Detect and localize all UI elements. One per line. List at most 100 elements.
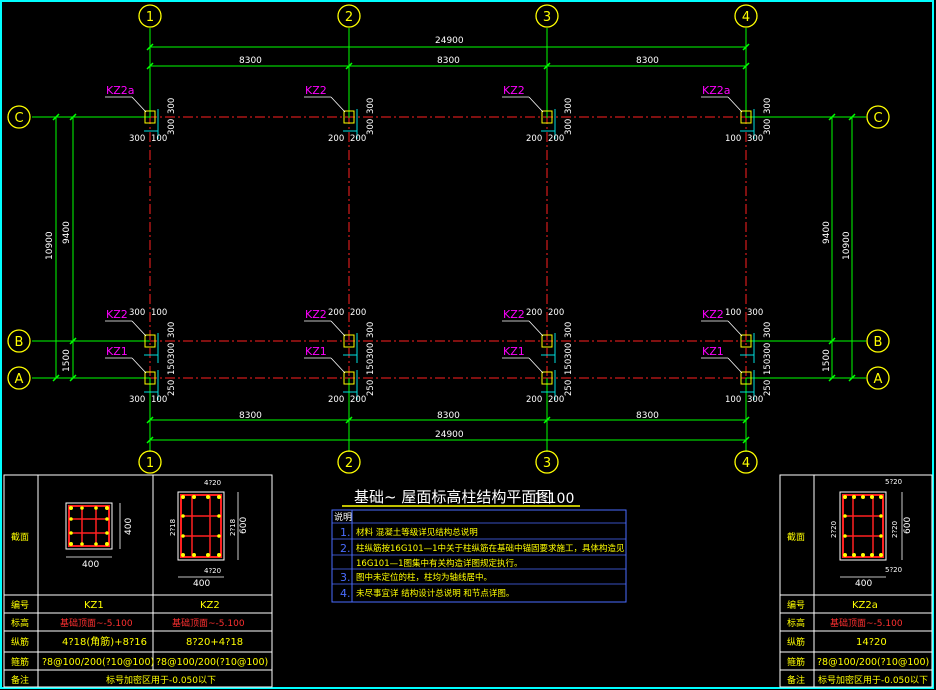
column-dim-down: 300 xyxy=(763,343,773,359)
column-dim-left: 100 xyxy=(725,308,741,318)
column-dim-up: 300 xyxy=(763,322,773,338)
rebar xyxy=(879,495,883,499)
row-header-stirrup: 箍筋 xyxy=(11,656,29,668)
dimension-tick xyxy=(146,416,154,424)
column-outline xyxy=(144,110,156,124)
column-dim-right: 200 xyxy=(548,395,564,405)
column-label: KZ1 xyxy=(305,345,327,358)
column-dim-down: 250 xyxy=(564,380,574,396)
dim-bottom-span: 8300 xyxy=(636,411,659,421)
left-column-schedule: 截面 编号 标高 纵筋 箍筋 备注 400 400 xyxy=(3,474,273,688)
kz2a-tie-inner xyxy=(852,494,874,558)
column-label: KZ1 xyxy=(106,345,128,358)
dimension-tick xyxy=(69,374,77,382)
rebar xyxy=(852,495,856,499)
column-dim-down: 300 xyxy=(366,343,376,359)
rebar xyxy=(206,553,210,557)
column-dim-right: 300 xyxy=(747,308,763,318)
dimension-tick xyxy=(69,337,77,345)
column-dim-up: 300 xyxy=(564,98,574,114)
dim-top-total: 24900 xyxy=(435,36,464,46)
kz2a-tie xyxy=(842,494,884,558)
dim-bottom-span: 8300 xyxy=(239,411,262,421)
row-header-code: 编号 xyxy=(11,599,29,611)
column-label-leader xyxy=(727,320,743,337)
column-dim-left: 200 xyxy=(328,308,344,318)
grid-bubble-left-circle xyxy=(7,105,31,129)
kz2a-dim-side-right: 2?20 xyxy=(891,521,899,538)
rebar xyxy=(206,495,210,499)
table-frame xyxy=(3,474,273,688)
column-dim-left: 100 xyxy=(725,395,741,405)
column-label: KZ1 xyxy=(702,345,724,358)
note-text: 材料 混凝土等级详见结构总说明 xyxy=(356,527,478,538)
column-dim-down: 250 xyxy=(167,380,177,396)
column-dim-left: 300 xyxy=(129,308,145,318)
note-number: 4. xyxy=(340,587,351,600)
rebar xyxy=(861,553,865,557)
kz2a-code: KZ2a xyxy=(852,600,878,611)
table-frame xyxy=(779,474,933,688)
grid-bubble-right-label: C xyxy=(873,111,882,126)
column-dim-left: 200 xyxy=(526,395,542,405)
dimension-tick xyxy=(146,436,154,444)
column-dim-right: 300 xyxy=(747,134,763,144)
dimension-tick xyxy=(345,62,353,70)
column-dim-right: 200 xyxy=(350,308,366,318)
rebar xyxy=(879,514,883,518)
rebar xyxy=(870,553,874,557)
column-dim-right: 100 xyxy=(151,395,167,405)
column-label: KZ2 xyxy=(305,84,327,97)
rebar xyxy=(105,506,109,510)
kz2-bars xyxy=(181,495,221,557)
note-text: 16G101—1图集中有关构造详图规定执行。 xyxy=(356,558,523,569)
grid-bubble-bottom-circle xyxy=(138,450,162,474)
rebar xyxy=(80,506,84,510)
rebar xyxy=(217,495,221,499)
dimension-tick xyxy=(828,113,836,121)
column-dim-right: 100 xyxy=(151,308,167,318)
dimension-tick xyxy=(848,374,856,382)
rebar xyxy=(192,553,196,557)
rebar xyxy=(852,553,856,557)
column-label-leader xyxy=(528,320,544,337)
row-header-elevation: 标高 xyxy=(11,617,29,629)
column-outline xyxy=(343,371,355,385)
kz1-dim-height: 400 xyxy=(124,518,134,535)
kz2-code: KZ2 xyxy=(200,600,220,611)
kz1-stirrup: ?8@100/200(?10@100) xyxy=(42,657,154,668)
rebar xyxy=(217,514,221,518)
rebar xyxy=(69,542,73,546)
drawing-title-block: 基础~ 屋面标高柱结构平面图 1:100 xyxy=(342,488,580,507)
column-label-leader xyxy=(330,320,346,337)
dimension-tick xyxy=(742,436,750,444)
row-header-stirrup: 箍筋 xyxy=(787,656,805,668)
note-number: 2. xyxy=(340,542,351,555)
dimension-tick xyxy=(742,416,750,424)
dimension-tick xyxy=(828,337,836,345)
grid-bubble-bottom-circle xyxy=(535,450,559,474)
rebar xyxy=(879,553,883,557)
dim-top-span: 8300 xyxy=(437,56,460,66)
column-label: KZ2a xyxy=(702,84,731,97)
column-label-leader xyxy=(131,96,147,113)
grid-bubble-right-circle xyxy=(866,366,890,390)
kz1-section-drawing: 400 400 xyxy=(65,502,134,570)
rebar xyxy=(181,495,185,499)
column-label: KZ2 xyxy=(503,308,525,321)
column-dim-down: 300 xyxy=(366,119,376,135)
column-label-leader xyxy=(330,357,346,374)
column-label: KZ2a xyxy=(106,84,135,97)
column-outline xyxy=(144,334,156,348)
column-label: KZ2 xyxy=(702,308,724,321)
rebar xyxy=(105,531,109,535)
column-dim-left: 200 xyxy=(526,134,542,144)
note-number: 3. xyxy=(340,571,351,584)
rebar xyxy=(879,534,883,538)
column-label-leader xyxy=(528,96,544,113)
kz1-outline xyxy=(65,502,113,550)
column-dim-up: 150 xyxy=(366,359,376,375)
column-dim-down: 300 xyxy=(763,119,773,135)
